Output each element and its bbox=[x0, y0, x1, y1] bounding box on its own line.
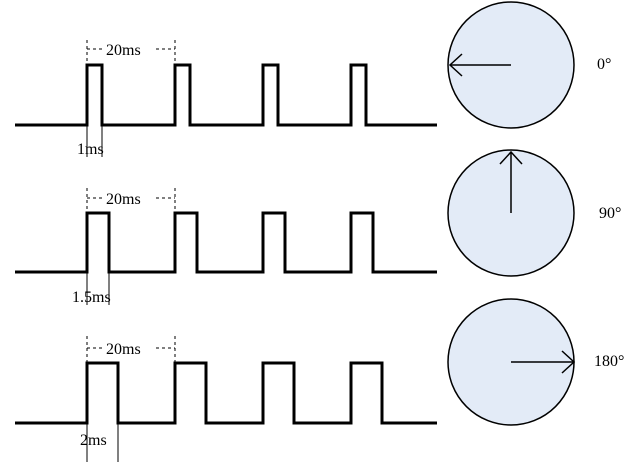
width-label-3: 2ms bbox=[80, 432, 107, 449]
angle-label-3: 180° bbox=[594, 353, 624, 370]
pulse-train-2: 20ms 1.5ms bbox=[15, 188, 437, 306]
servo-dial-1 bbox=[447, 1, 575, 129]
angle-label-1: 0° bbox=[597, 56, 611, 73]
pwm-row-2: 20ms 1.5ms 90° bbox=[15, 149, 621, 306]
pulse-train-3: 20ms 2ms bbox=[15, 336, 437, 462]
arrow-head-3 bbox=[561, 350, 576, 374]
pulse-train-1: 20ms 1ms bbox=[15, 40, 437, 158]
pwm-waveform-2 bbox=[15, 211, 437, 274]
width-label-1: 1ms bbox=[77, 141, 104, 158]
arrow-head-1 bbox=[448, 53, 463, 77]
pwm-row-1: 20ms 1ms 0° bbox=[15, 1, 611, 158]
period-label-2: 20ms bbox=[106, 191, 141, 208]
period-label-3: 20ms bbox=[106, 341, 141, 358]
angle-label-2: 90° bbox=[599, 205, 621, 222]
servo-dial-3 bbox=[447, 298, 576, 426]
pwm-waveform-1 bbox=[15, 63, 437, 127]
width-label-2: 1.5ms bbox=[72, 289, 111, 306]
arrow-head-2 bbox=[499, 150, 523, 165]
servo-dial-2 bbox=[447, 149, 575, 277]
period-label-1: 20ms bbox=[106, 42, 141, 59]
pwm-waveform-3 bbox=[15, 361, 437, 425]
pwm-row-3: 20ms 2ms 180° bbox=[15, 298, 624, 462]
